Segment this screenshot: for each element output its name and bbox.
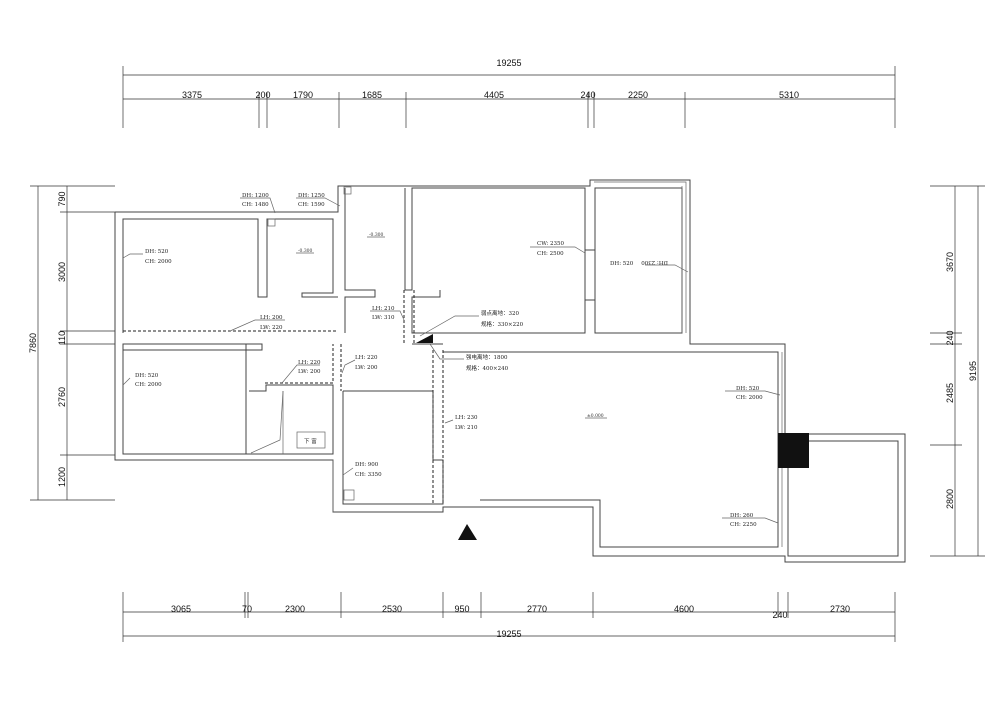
- annotation: DH: 260: [730, 513, 754, 519]
- annotation: 规格：400×240: [466, 364, 509, 372]
- dim-right-total: 9195: [968, 361, 978, 381]
- dim-right: 3670: [945, 252, 955, 272]
- annotation: CH: 2000: [736, 395, 763, 401]
- annotation: DH: 520: [610, 261, 634, 267]
- leader-lines: [122, 197, 781, 524]
- dim-top: 5310: [779, 90, 799, 100]
- annotation: LW: 200: [298, 369, 321, 375]
- electrical-panel-icon: [416, 334, 433, 343]
- dim-bottom: 950: [454, 604, 469, 614]
- drain-icon: [267, 218, 276, 227]
- dim-bottom: 2770: [527, 604, 547, 614]
- walls: [114, 179, 906, 563]
- dim-top: 1790: [293, 90, 313, 100]
- annotation: DH: 1250: [298, 193, 325, 199]
- dim-left-total: 7860: [28, 333, 38, 353]
- dim-top: 2250: [628, 90, 648, 100]
- dim-right: 240: [945, 330, 955, 345]
- dim-top: 4405: [484, 90, 504, 100]
- dim-bottom: 2530: [382, 604, 402, 614]
- annotation: LH: 220: [298, 360, 321, 366]
- top-dimensions: 19255 3375 200 1790 1685 4405 240 2250 5…: [122, 58, 896, 128]
- annotation: DH: 520: [135, 373, 159, 379]
- dim-bottom: 2300: [285, 604, 305, 614]
- annotation: LH: 230: [455, 415, 478, 421]
- entrance-triangle-icon: [458, 524, 477, 540]
- annotation: 弱点离地：320: [481, 309, 519, 317]
- dim-left: 1200: [57, 467, 67, 487]
- annotation: LW: 220: [260, 325, 283, 331]
- dim-bottom: 3065: [171, 604, 191, 614]
- annotation: CH: 2250: [730, 522, 757, 528]
- annotations: DH: 1200 CH: 1480 DH: 1250 CH: 1590 DH: …: [135, 193, 763, 528]
- bottom-dimensions: 3065 70 2300 2530 950 2770 4600 240 2730…: [122, 592, 896, 642]
- dim-top: 200: [255, 90, 270, 100]
- annotation: LW: 210: [455, 425, 478, 431]
- annotation: 规格：330×220: [481, 320, 524, 328]
- annotation: CW: 2350: [537, 241, 564, 247]
- drain-icon: [343, 186, 352, 195]
- annotation: CH: 2500: [537, 251, 564, 257]
- annotation: CH: 2000: [145, 259, 172, 265]
- annotation: DH: 900: [355, 462, 379, 468]
- annotation: LH: 210: [372, 306, 395, 312]
- left-dimensions: 7860 790 3000 110 2760 1200: [28, 185, 115, 501]
- dim-left: 2760: [57, 387, 67, 407]
- dim-right: 2485: [945, 383, 955, 403]
- elevation-marks: -0.300 -0.300 ±0.000: [296, 232, 607, 419]
- dim-right: 2800: [945, 489, 955, 509]
- room-label: 下 富: [304, 437, 317, 445]
- dim-left: 3000: [57, 262, 67, 282]
- annotation: LH: 200: [260, 315, 283, 321]
- dim-bottom: 2730: [830, 604, 850, 614]
- annotation: DH: 520: [145, 249, 169, 255]
- dim-top: 3375: [182, 90, 202, 100]
- dim-left: 790: [57, 191, 67, 206]
- dim-bottom: 4600: [674, 604, 694, 614]
- annotation: 强电离地：1800: [466, 353, 508, 361]
- annotation: CH: 1590: [298, 202, 325, 208]
- fixture-box: [296, 431, 326, 449]
- dim-top-total: 19255: [496, 58, 521, 68]
- annotation: LW: 310: [372, 315, 395, 321]
- elevation-label: -0.300: [369, 232, 384, 238]
- dim-bottom: 70: [242, 604, 252, 614]
- structural-column: [778, 433, 809, 468]
- dim-bottom: 240: [772, 610, 787, 620]
- annotation: DH: 520: [736, 386, 760, 392]
- annotation: CH: 2000: [135, 382, 162, 388]
- annotation: DH: 1200: [242, 193, 269, 199]
- dim-top: 240: [580, 90, 595, 100]
- annotation: DH: 2300: [641, 259, 668, 265]
- annotation: CH: 3350: [355, 472, 382, 478]
- elevation-label: ±0.000: [587, 413, 604, 419]
- annotation: LW: 200: [355, 365, 378, 371]
- right-dimensions: 3670 240 2485 2800 9195: [930, 185, 985, 557]
- dim-left: 110: [57, 331, 67, 345]
- annotation: CH: 1480: [242, 202, 269, 208]
- elevation-label: -0.300: [298, 248, 313, 254]
- annotation: LH: 220: [355, 355, 378, 361]
- dim-bottom-total: 19255: [496, 629, 521, 639]
- dim-top: 1685: [362, 90, 382, 100]
